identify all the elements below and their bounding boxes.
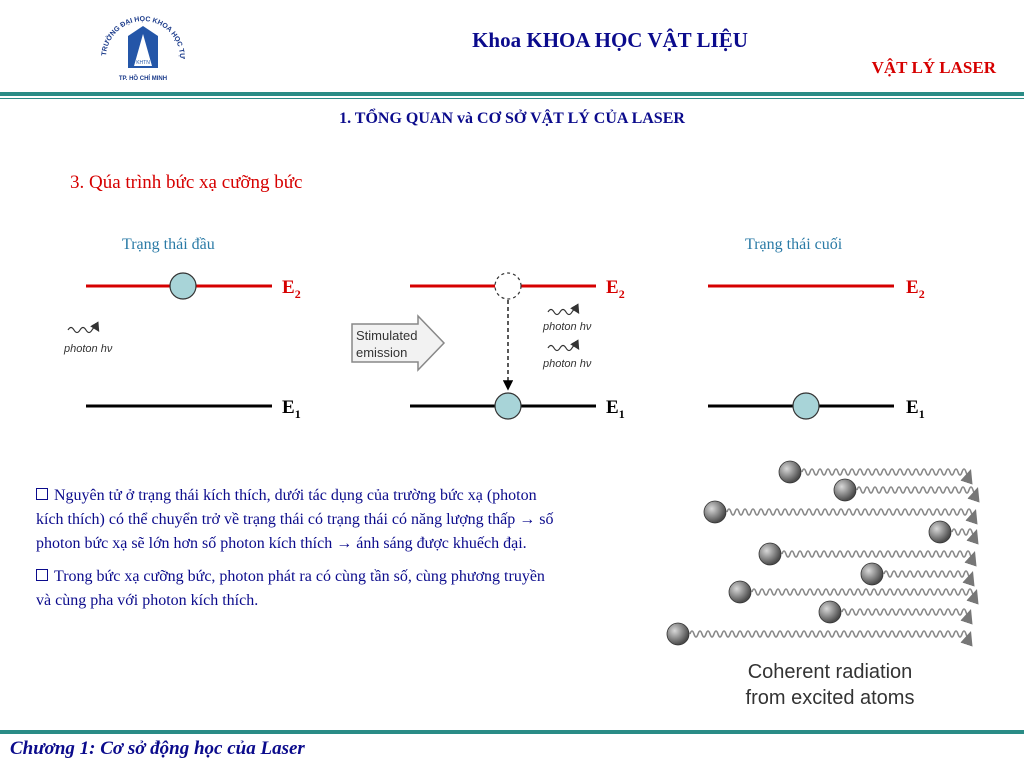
coherent-radiation-illustration: Coherent radiation from excited atoms — [666, 460, 980, 709]
final-state-label: Trạng thái cuối — [745, 236, 843, 253]
course-title: VẬT LÝ LASER — [871, 58, 996, 77]
radiation-wave — [951, 528, 979, 545]
e2-label-1: E2 — [282, 277, 301, 301]
checkbox-bullet-icon — [36, 488, 48, 500]
excited-atom — [728, 580, 752, 604]
e2-label-2: E2 — [606, 277, 625, 301]
incident-photon-wave — [67, 321, 100, 334]
vacated-state — [494, 272, 522, 300]
excited-atom — [818, 600, 842, 624]
explanation-text: Nguyên tử ở trạng thái kích thích, dưới … — [36, 484, 556, 622]
logo-badge: KHTN — [136, 60, 150, 66]
chapter-footer: Chương 1: Cơ sở động học của Laser — [10, 738, 305, 759]
radiation-wave — [883, 570, 975, 587]
stimulated-emission-diagram: photon hν E2 E1 Stimulated emission phot… — [63, 272, 925, 421]
photon-label-2b: photon hν — [542, 358, 592, 370]
photon-wave-2b — [547, 339, 580, 352]
bullet-paragraph-1: Nguyên tử ở trạng thái kích thích, dưới … — [36, 487, 554, 552]
relaxed-atom-2 — [494, 392, 522, 420]
ground-atom-3 — [792, 392, 820, 420]
excited-atom — [928, 520, 952, 544]
coherent-caption-1: Coherent radiation — [748, 661, 913, 683]
topic-heading: 3. Qúa trình bức xạ cưỡng bức — [70, 172, 303, 193]
radiation-wave — [781, 550, 977, 567]
stimulated-emission-arrow — [351, 314, 446, 372]
university-logo: TRƯỜNG ĐẠI HỌC KHOA HỌC TỰ NHIÊN KHTN TP… — [88, 8, 185, 82]
radiation-wave — [801, 468, 973, 485]
photon-label-2a: photon hν — [542, 321, 592, 333]
section-title: 1. TỔNG QUAN và CƠ SỞ VẬT LÝ CỦA LASER — [339, 110, 685, 127]
excited-atom — [833, 478, 857, 502]
radiation-wave — [856, 486, 980, 503]
e2-label-3: E2 — [906, 277, 925, 301]
excited-atom — [758, 542, 782, 566]
coherent-caption-2: from excited atoms — [746, 687, 915, 709]
excited-atom — [703, 500, 727, 524]
checkbox-bullet-icon — [36, 569, 48, 581]
faculty-title: Khoa KHOA HỌC VẬT LIỆU — [472, 28, 748, 52]
excited-atom-1 — [169, 272, 197, 300]
bullet-paragraph-2: Trong bức xạ cưỡng bức, photon phát ra c… — [36, 568, 545, 609]
arrow-label-2: emission — [356, 345, 407, 360]
radiation-wave — [689, 630, 973, 647]
radiation-wave — [751, 588, 979, 605]
initial-state-label: Trạng thái đầu — [122, 236, 215, 253]
radiation-wave — [726, 508, 978, 525]
logo-text-bottom: TP. HỒ CHÍ MINH — [119, 74, 167, 82]
header-divider-thin — [0, 98, 1024, 99]
header-divider — [0, 92, 1024, 96]
arrow-label-1: Stimulated — [356, 328, 417, 343]
photon-label-1: photon hν — [63, 343, 113, 355]
excited-atom — [860, 562, 884, 586]
excited-atom — [666, 622, 690, 646]
radiation-wave — [841, 608, 973, 625]
e1-label-3: E1 — [906, 397, 925, 421]
e1-label-1: E1 — [282, 397, 301, 421]
e1-label-2: E1 — [606, 397, 625, 421]
excited-atom — [778, 460, 802, 484]
atom-wave-rows — [666, 460, 980, 647]
photon-wave-2a — [547, 303, 580, 316]
footer-divider — [0, 730, 1024, 734]
